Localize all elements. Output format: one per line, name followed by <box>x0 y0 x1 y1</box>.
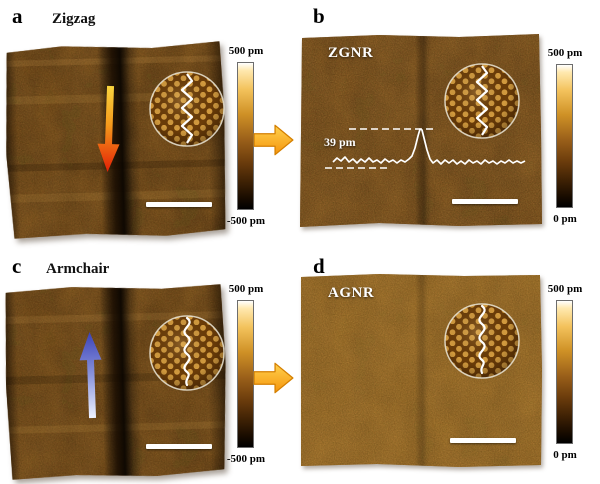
zigzag-lattice-inset-icon <box>443 62 521 140</box>
panel-a-colorbar-max: 500 pm <box>228 45 264 57</box>
panel-c-title: Armchair <box>46 261 110 277</box>
panel-d: d AGNR <box>272 244 600 484</box>
panel-b-colorbar-min: 0 pm <box>553 213 577 225</box>
panel-b-colorbar <box>556 64 573 208</box>
panel-d-afm-image <box>299 272 544 468</box>
flow-arrow-a-to-b-icon <box>253 122 295 158</box>
panel-a-title: Zigzag <box>52 11 96 27</box>
height-profile-trace <box>325 128 526 169</box>
armchair-lattice-inset-icon <box>148 314 226 392</box>
panel-d-colorbar-min: 0 pm <box>553 449 577 461</box>
scale-bar <box>452 199 518 204</box>
panel-d-label: d <box>313 254 325 278</box>
panel-a-label: a <box>12 4 23 28</box>
scale-bar <box>146 444 212 449</box>
panel-a-afm-image <box>1 39 230 243</box>
panel-d-colorbar <box>556 300 573 444</box>
panel-b-label: b <box>313 4 325 28</box>
panel-c-colorbar-max: 500 pm <box>228 283 264 295</box>
panel-d-ribbon-label: AGNR <box>328 285 375 301</box>
zigzag-lattice-inset-icon <box>148 70 226 148</box>
panel-c: c Armchair <box>0 244 272 484</box>
height-annotation: 39 pm <box>324 135 356 149</box>
scale-bar <box>450 438 516 443</box>
panel-b-colorbar-max: 500 pm <box>547 47 583 59</box>
flow-arrow-c-to-d-icon <box>253 360 295 396</box>
down-arrow-icon <box>94 84 123 177</box>
panel-d-colorbar-max: 500 pm <box>547 283 583 295</box>
panel-a: a Zigzag <box>0 0 272 242</box>
panel-b-ribbon-label: ZGNR <box>328 45 374 61</box>
up-arrow-icon <box>76 328 105 421</box>
panel-a-colorbar <box>237 62 254 210</box>
panel-c-colorbar <box>237 300 254 448</box>
panel-c-colorbar-min: -500 pm <box>226 453 266 465</box>
armchair-lattice-inset-icon <box>443 302 521 380</box>
panel-c-label: c <box>12 254 22 278</box>
panel-a-colorbar-min: -500 pm <box>226 215 266 227</box>
panel-b: b ZGNR 39 pm <box>272 0 600 242</box>
scale-bar <box>146 202 212 207</box>
